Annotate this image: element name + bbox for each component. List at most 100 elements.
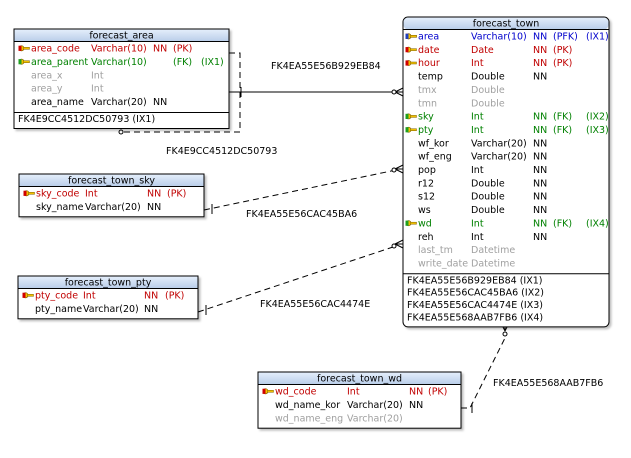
column-not-null: NN	[147, 189, 161, 200]
column-type: Varchar(20)	[347, 400, 403, 411]
column-name: area_parent	[31, 57, 88, 68]
column-key: (PFK)	[553, 32, 578, 43]
column-name: wd_name_kor	[275, 400, 340, 411]
column-not-null: NN	[147, 202, 161, 213]
relationship-area-to-town[interactable]	[229, 87, 404, 97]
column-type: Date	[471, 45, 494, 56]
optional-marker	[391, 243, 397, 249]
column-key: (PK)	[553, 45, 572, 56]
relationship-sky-to-town[interactable]	[203, 164, 404, 214]
column-name: area_name	[31, 97, 84, 108]
table-header	[258, 372, 461, 385]
column-type: Int	[83, 291, 96, 302]
column-not-null: NN	[533, 218, 547, 229]
column-type: Double	[471, 85, 505, 96]
column-type: Double	[471, 72, 505, 83]
column-type: Datetime	[471, 258, 515, 269]
column-row[interactable]: temp Double NN	[418, 72, 547, 83]
column-type: Int	[471, 232, 484, 243]
primary-key-icon	[23, 190, 35, 197]
primary-key-icon	[18, 45, 30, 52]
column-type: Varchar(20)	[91, 97, 147, 108]
table-title: forecast_town	[473, 19, 540, 30]
column-name: pty_name	[35, 304, 82, 315]
index-entry: FK4EA55E56CAC4474E (IX3)	[407, 300, 543, 311]
relationship-wd-to-town[interactable]	[461, 322, 510, 413]
column-name: wf_kor	[418, 138, 449, 149]
column-type: Double	[471, 98, 505, 109]
primary-key-icon	[405, 46, 417, 53]
relationship-label-area-town: FK4EA55E56B929EB84	[271, 61, 381, 72]
column-not-null: NN	[533, 178, 547, 189]
foreign-key-icon	[405, 113, 417, 120]
column-not-null: NN	[409, 400, 423, 411]
relationship-line	[123, 52, 241, 133]
column-row[interactable]: wd_name_kor Varchar(20) NN	[275, 400, 423, 411]
foreign-key-icon	[405, 220, 417, 227]
column-not-null: NN	[533, 205, 547, 216]
column-not-null: NN	[533, 112, 547, 123]
relationship-line	[203, 169, 397, 211]
column-name: last_tm	[418, 245, 453, 256]
relationship-label-wd-town: FK4EA55E568AAB7FB6	[493, 378, 603, 389]
table-header	[18, 276, 198, 289]
column-key: (FK)	[553, 218, 572, 229]
column-type: Int	[471, 165, 484, 176]
column-not-null: NN	[533, 72, 547, 83]
table-header	[19, 174, 204, 187]
column-name: temp	[418, 72, 443, 83]
column-type: Int	[471, 125, 484, 136]
column-name: wd	[418, 218, 432, 229]
relationship-pty-to-town[interactable]	[197, 239, 404, 315]
relationship-labels-layer: FK4EA55E56B929EB84FK4E9CC4512DC50793FK4E…	[166, 61, 603, 389]
index-entry: FK4EA55E568AAB7FB6 (IX4)	[407, 313, 543, 324]
column-type: Varchar(20)	[471, 138, 527, 149]
table-title: forecast_town_wd	[317, 374, 402, 385]
optional-marker	[502, 331, 508, 337]
table-frame	[402, 16, 610, 328]
column-not-null: NN	[533, 165, 547, 176]
column-name: area_x	[31, 70, 63, 81]
relationship-line	[461, 337, 506, 409]
column-key: (FK)	[173, 57, 192, 68]
column-not-null: NN	[533, 152, 547, 163]
column-not-null: NN	[144, 291, 158, 302]
column-not-null: NN	[533, 32, 547, 43]
column-name: wd_name_eng	[275, 413, 343, 424]
column-name: area_code	[31, 44, 80, 55]
column-name: date	[418, 45, 440, 56]
